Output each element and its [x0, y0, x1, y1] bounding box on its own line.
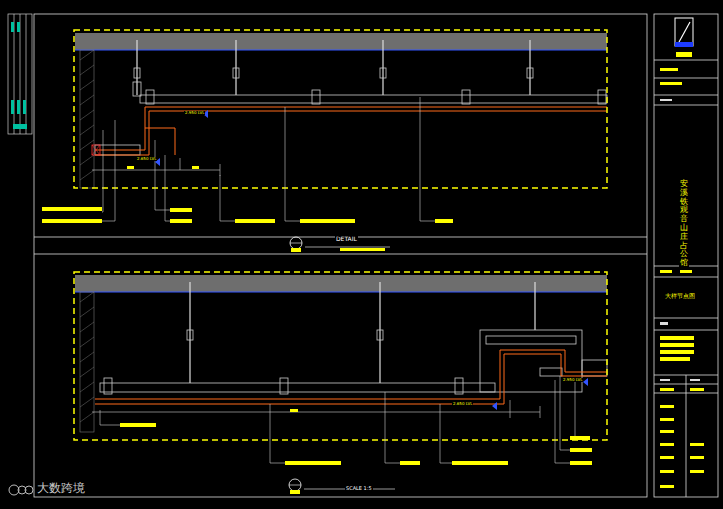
detail-title: DETAIL: [335, 236, 358, 243]
title-block-marks: [660, 18, 704, 488]
sheet-frame: [34, 14, 718, 497]
level-tag: 2.650 LVL: [452, 402, 473, 406]
left-strip: [8, 14, 32, 134]
top-detail: [42, 30, 607, 252]
bottom-detail: [74, 272, 607, 494]
project-name: 安溪铁观音山庄占公馆: [679, 180, 689, 268]
drawing-name: 大样节点图: [664, 293, 696, 300]
watermark: 大数跨境: [36, 482, 86, 495]
level-tag: 2.950 LVL: [184, 111, 205, 115]
watermark-logo: [9, 485, 33, 495]
level-tag: 2.950 LVL: [562, 378, 583, 382]
level-tag: 2.650 LVL: [136, 157, 157, 161]
scale-note: SCALE 1:5: [345, 486, 373, 492]
